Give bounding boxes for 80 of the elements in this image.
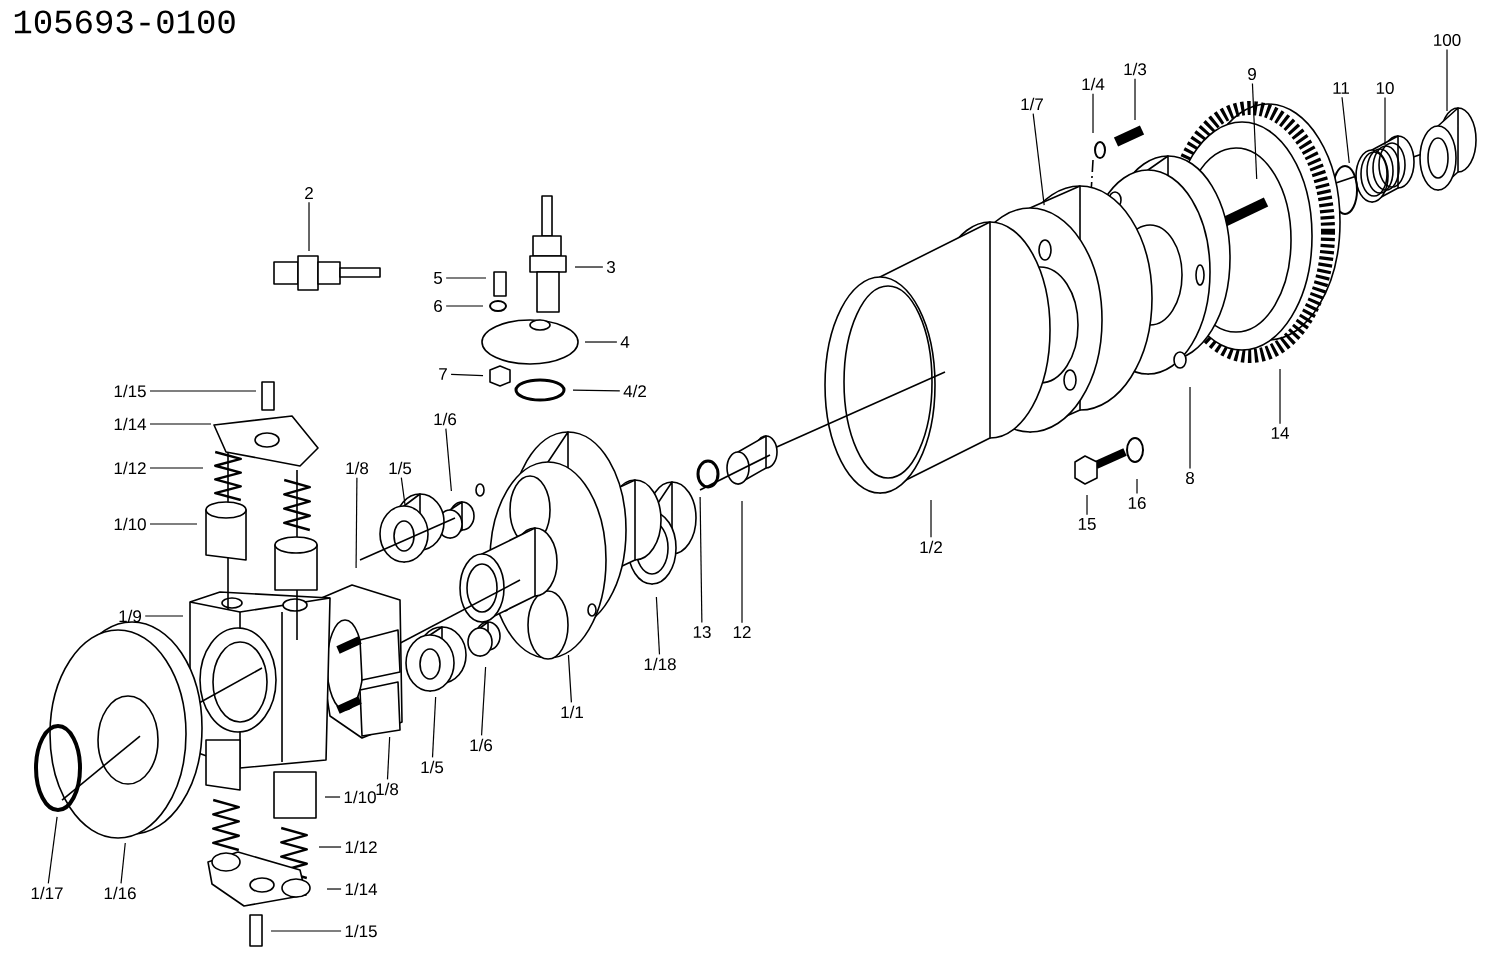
leader-line: [445, 428, 452, 492]
callout-number: 1/15: [345, 924, 377, 938]
leader-line: [574, 266, 604, 268]
callout-number: 5: [433, 272, 443, 284]
leader-line: [355, 477, 358, 569]
leader-line: [308, 201, 310, 252]
callout-number: 1/12: [345, 840, 377, 854]
leader-line: [144, 615, 184, 617]
callout-number: 1/17: [31, 886, 63, 900]
callout-number: 10: [1376, 82, 1394, 94]
callout-number: 3: [606, 261, 615, 273]
callout-number: 4/2: [623, 384, 646, 398]
callout-number: 1/3: [1124, 62, 1147, 76]
callout-number: 1/4: [1082, 77, 1105, 91]
callout-number: 13: [693, 626, 711, 638]
leader-line: [149, 423, 212, 425]
leader-line: [149, 467, 204, 469]
leader-line: [1446, 48, 1448, 112]
leader-line: [450, 373, 484, 377]
callout-number: 15: [1078, 518, 1096, 530]
callout-number: 2: [305, 187, 313, 199]
leader-line: [1189, 386, 1191, 470]
leader-line: [1136, 478, 1138, 495]
leader-line: [270, 930, 342, 932]
leader-line: [655, 596, 661, 655]
callout-number: 16: [1128, 497, 1146, 509]
callout-number: 1/14: [345, 882, 378, 896]
callout-number: 4: [620, 336, 630, 348]
leader-line: [445, 305, 484, 307]
callout-number: 100: [1434, 34, 1461, 46]
title: 105693-0100: [14, 10, 235, 34]
callout-number: 1/10: [344, 790, 376, 804]
leader-line: [47, 816, 58, 884]
leader-line: [741, 500, 743, 624]
callout-number: 6: [434, 300, 442, 312]
leader-line: [318, 846, 342, 848]
callout-number: 1/7: [1021, 97, 1043, 111]
callout-number: 11: [1333, 82, 1349, 94]
callout-number: 1/9: [119, 609, 142, 623]
callout-number: 14: [1271, 427, 1289, 439]
callout-number: 12: [733, 626, 751, 638]
leader-line: [567, 654, 572, 703]
callout-number: 7: [439, 368, 447, 380]
leader-line: [445, 277, 487, 279]
leader-line: [480, 666, 487, 736]
callout-number: 1/5: [421, 760, 444, 774]
leader-line: [1134, 78, 1136, 121]
callout-number: 1/5: [389, 461, 412, 475]
leader-line: [930, 499, 932, 538]
leader-line: [1341, 96, 1350, 164]
leader-line: [1384, 96, 1386, 146]
leader-line: [149, 390, 257, 392]
callout-number: 1/8: [346, 461, 369, 475]
callout-number: 1/12: [114, 461, 146, 475]
callout-number: 1/18: [644, 657, 676, 671]
callout-number: 1/10: [114, 517, 146, 531]
leader-line: [1279, 368, 1281, 425]
leader-line: [386, 736, 391, 780]
leader-line: [584, 341, 618, 343]
leader-line: [120, 842, 126, 884]
leader-line: [431, 696, 437, 758]
leader-line: [1092, 93, 1094, 134]
callout-number: 1/14: [114, 417, 147, 431]
leader-line: [326, 888, 342, 890]
leader-line: [324, 796, 341, 798]
callout-number: 1/8: [376, 782, 399, 796]
callout-number: 1/15: [114, 384, 146, 398]
leader-line: [1032, 113, 1045, 206]
callout-number: 8: [1186, 472, 1194, 484]
callout-number: 1/2: [920, 540, 942, 554]
callout-number: 9: [1248, 68, 1256, 80]
callout-number: 1/6: [434, 412, 457, 426]
leader-line: [699, 496, 703, 624]
callout-number: 1/1: [561, 705, 583, 719]
callout-number: 1/16: [104, 886, 136, 900]
callout-number: 1/6: [470, 738, 493, 752]
leader-line: [149, 523, 198, 525]
leader-line: [572, 389, 621, 392]
leader-line: [1086, 494, 1088, 516]
leader-line: [400, 477, 406, 506]
